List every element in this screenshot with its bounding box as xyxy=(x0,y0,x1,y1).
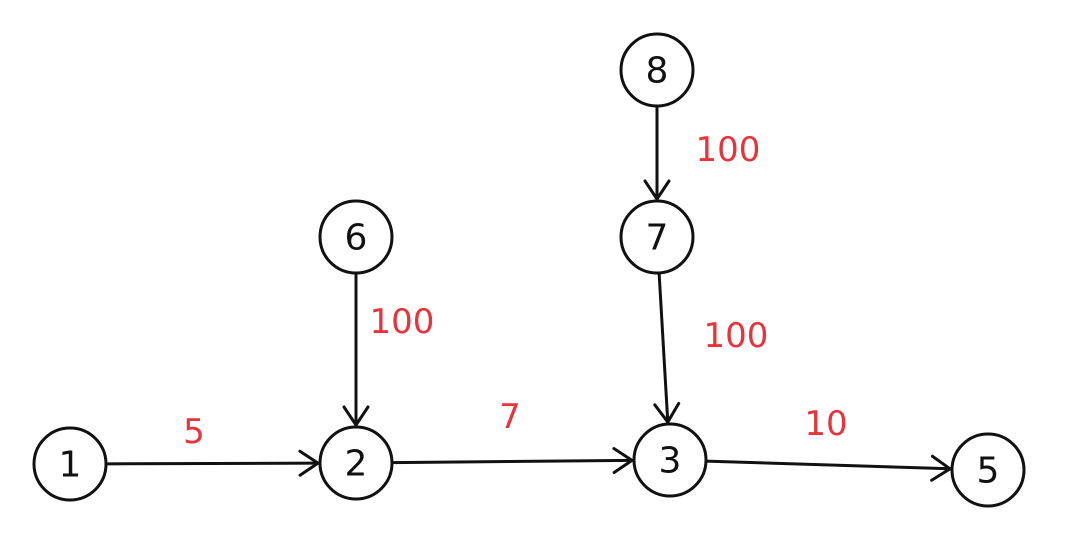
node-label: 3 xyxy=(659,441,682,482)
edge-weight-1-2: 5 xyxy=(183,412,205,452)
node-circle xyxy=(950,432,1026,508)
edge-line xyxy=(390,458,634,465)
arrow-head-icon xyxy=(612,447,634,475)
node-label: 5 xyxy=(977,451,1000,492)
arrow-head-icon xyxy=(643,179,671,201)
node-circle xyxy=(318,425,394,501)
edges-layer xyxy=(104,104,952,482)
node-7: 7 xyxy=(619,199,695,275)
node-label: 7 xyxy=(646,218,669,259)
edge-weight-3-5: 10 xyxy=(804,404,847,444)
node-5: 5 xyxy=(950,432,1026,508)
arrow-head-icon xyxy=(298,449,320,477)
node-circle xyxy=(32,426,108,502)
edge-2-3 xyxy=(390,447,634,475)
node-label: 1 xyxy=(59,445,82,486)
node-2: 2 xyxy=(318,425,394,501)
node-label: 2 xyxy=(345,444,368,485)
edge-8-7 xyxy=(643,104,671,201)
node-circle xyxy=(318,199,394,275)
edge-weight-8-7: 100 xyxy=(696,130,761,170)
node-circle xyxy=(619,32,695,108)
nodes-layer: 1 2 3 5 6 7 8 xyxy=(32,32,1026,508)
edge-weight-2-3: 7 xyxy=(499,397,521,437)
node-3: 3 xyxy=(632,422,708,498)
edge-3-5 xyxy=(704,454,952,482)
arrow-head-icon xyxy=(930,454,952,482)
edge-weight-7-3: 100 xyxy=(704,316,769,356)
edge-7-3 xyxy=(653,271,681,424)
edge-6-2 xyxy=(342,271,370,427)
edge-line xyxy=(657,271,670,424)
edge-1-2 xyxy=(104,449,320,477)
edge-weight-6-2: 100 xyxy=(370,302,435,342)
arrow-head-icon xyxy=(653,401,681,424)
node-circle xyxy=(619,199,695,275)
edge-line xyxy=(104,461,320,466)
node-6: 6 xyxy=(318,199,394,275)
weights-layer: 5 100 7 100 100 10 xyxy=(183,130,847,452)
node-label: 6 xyxy=(345,218,368,259)
node-label: 8 xyxy=(646,51,669,92)
edge-line xyxy=(704,459,952,471)
node-8: 8 xyxy=(619,32,695,108)
node-circle xyxy=(632,422,708,498)
node-1: 1 xyxy=(32,426,108,502)
arrow-head-icon xyxy=(342,405,370,427)
